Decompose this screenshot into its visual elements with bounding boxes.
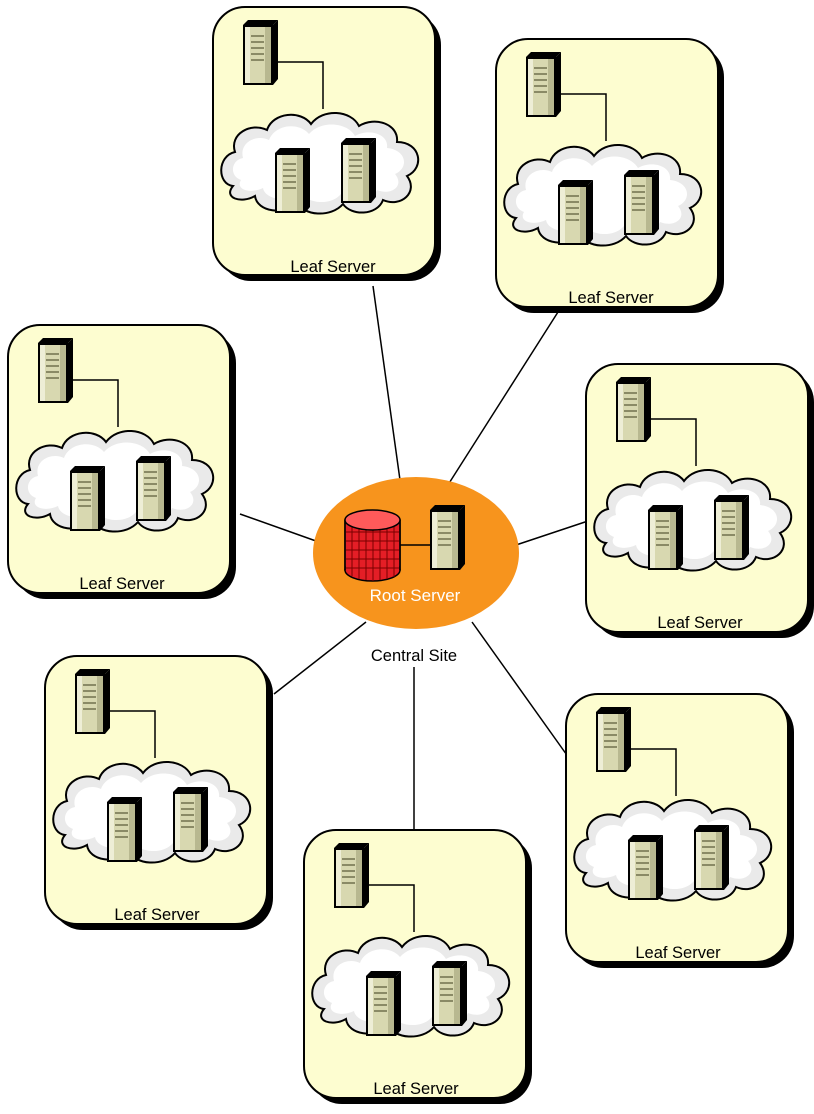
connector-lines xyxy=(239,285,592,830)
leaf-site-7: Leaf Server xyxy=(304,830,532,1104)
leaf-site-5-graphic xyxy=(45,656,273,930)
central-site-label: Central Site xyxy=(371,647,457,665)
leaf-site-3: Leaf Server xyxy=(8,325,236,599)
central-site: Root Server xyxy=(313,477,519,629)
leaf-site-2-label: Leaf Server xyxy=(568,289,654,307)
central-site-ellipse xyxy=(313,477,519,629)
root-server-label: Root Server xyxy=(370,586,461,605)
leaf-site-4-label: Leaf Server xyxy=(657,614,743,632)
leaf-site-1-graphic xyxy=(213,7,441,281)
leaf-site-3-graphic xyxy=(8,325,236,599)
leaf-site-5: Leaf Server xyxy=(45,656,273,930)
leaf-site-6-graphic xyxy=(566,694,794,968)
leaf-site-4: Leaf Server xyxy=(586,364,814,638)
leaf-site-1: Leaf Server xyxy=(213,7,441,281)
leaf-site-1-label: Leaf Server xyxy=(290,258,376,276)
leaf-site-2-graphic xyxy=(496,39,724,313)
leaf-site-2: Leaf Server xyxy=(496,39,724,313)
leaf-site-7-label: Leaf Server xyxy=(373,1080,459,1098)
central-site-caption: Central Site xyxy=(355,643,475,667)
root-server-icon xyxy=(430,505,465,570)
leaf-site-5-label: Leaf Server xyxy=(114,906,200,924)
leaf-site-6-label: Leaf Server xyxy=(635,944,721,962)
database-icon xyxy=(344,509,401,582)
leaf-site-4-graphic xyxy=(586,364,814,638)
leaf-site-7-graphic xyxy=(304,830,532,1104)
leaf-site-3-label: Leaf Server xyxy=(79,575,165,593)
leaf-site-6: Leaf Server xyxy=(566,694,794,968)
